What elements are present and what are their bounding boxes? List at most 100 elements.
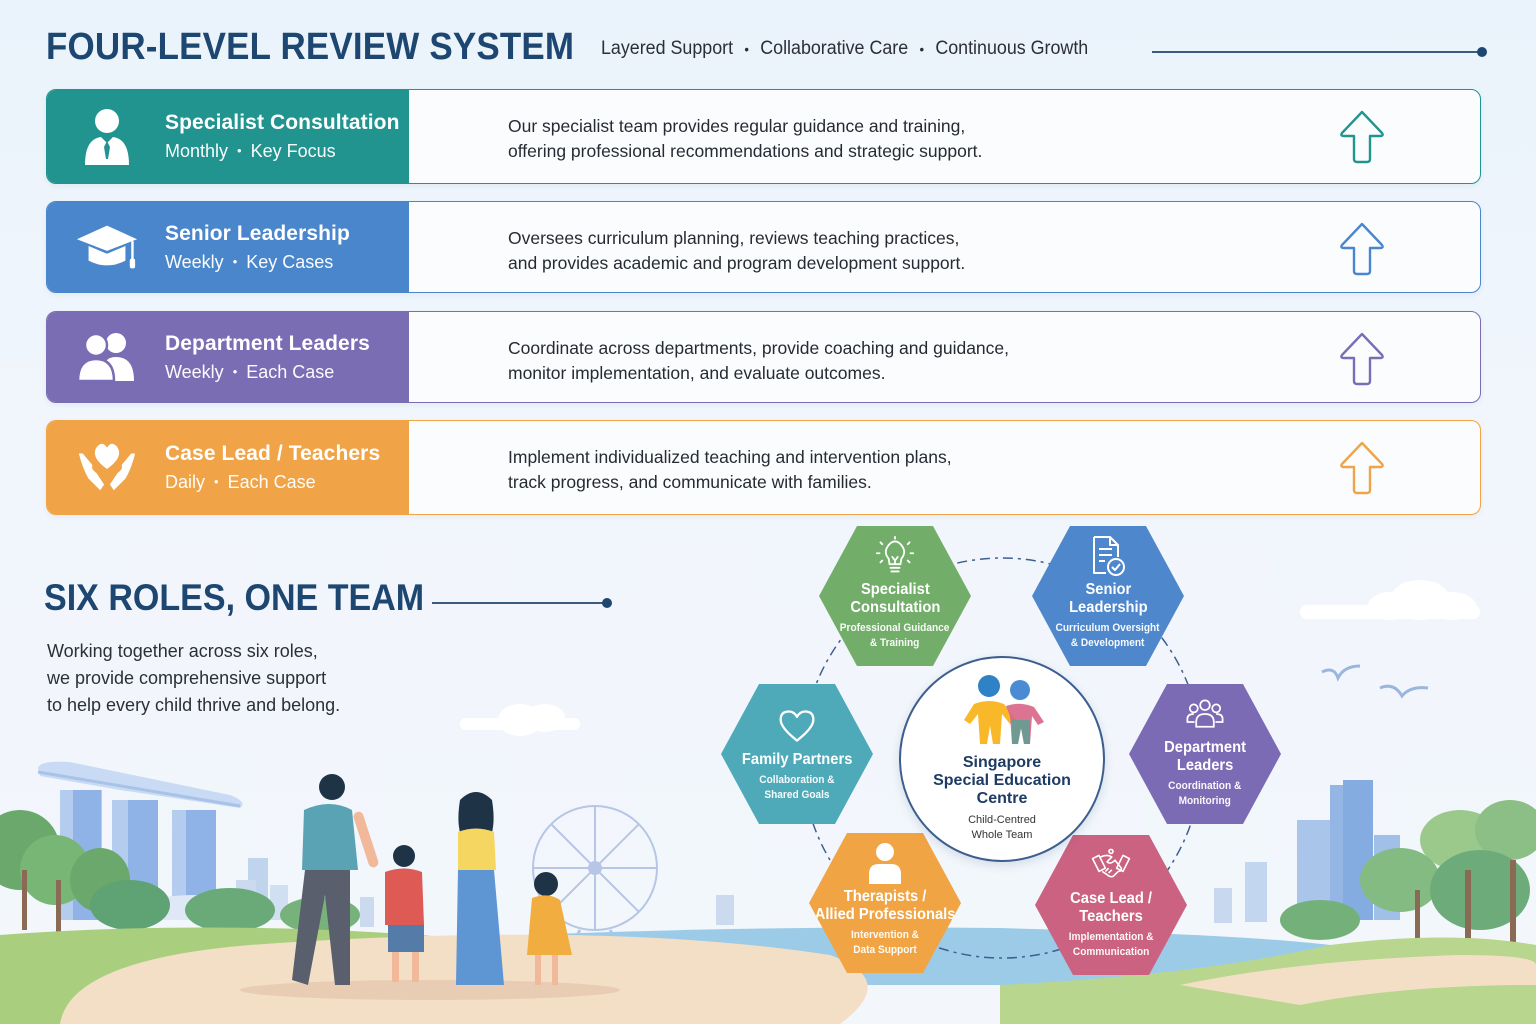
document-check-icon — [1088, 536, 1128, 576]
review-level-card: Senior Leadership Weekly•Key Cases Overs… — [46, 201, 1481, 293]
role-title-line: Department — [1164, 739, 1246, 756]
review-level-description-line: monitor implementation, and evaluate out… — [508, 363, 886, 383]
meta-separator: • — [237, 143, 242, 158]
handshake-icon — [1091, 845, 1131, 885]
review-level-name: Case Lead / Teachers — [165, 442, 381, 465]
six-roles-description-line: to help every child thrive and belong. — [47, 695, 341, 715]
review-level-card: Specialist Consultation Monthly • Key Focu… — [46, 89, 1481, 184]
arrow-up-icon — [1340, 441, 1384, 495]
header-divider-line — [1152, 51, 1480, 53]
tag-continuous-growth: Continuous Growth — [935, 38, 1089, 59]
review-level-frequency: Weekly — [165, 361, 224, 382]
role-subtitle-line: Implementation & — [1068, 931, 1154, 943]
review-level-description: Coordinate across departments, provide c… — [508, 336, 1009, 386]
six-roles-divider-dot — [602, 598, 612, 608]
review-level-header: Case Lead / Teachers Daily • Each Case — [47, 421, 409, 514]
page-title: FOUR-LEVEL REVIEW SYSTEM — [46, 26, 575, 68]
role-subtitle-line: Data Support — [853, 944, 917, 956]
review-level-frequency: Weekly — [165, 251, 224, 272]
person-tie-icon — [75, 105, 139, 169]
six-roles-divider-line — [432, 602, 606, 604]
review-level-description-line: track progress, and communicate with fam… — [508, 472, 872, 492]
role-subtitle: Implementation & Communication — [1069, 930, 1154, 960]
center-hub-title-line: Special Education — [933, 772, 1071, 789]
bird-icon — [1379, 684, 1429, 699]
center-hub-subtitle-line: Whole Team — [971, 829, 1033, 841]
role-title-line: Leaders — [1176, 757, 1234, 774]
review-level-description: Oversees curriculum planning, reviews te… — [508, 226, 965, 276]
role-subtitle: Coordination & Monitoring — [1168, 779, 1241, 809]
role-subtitle-line: Intervention & — [850, 929, 920, 941]
role-subtitle-line: & Development — [1071, 637, 1145, 649]
review-level-description-line: Implement individualized teaching and in… — [508, 447, 952, 467]
review-level-meta: Weekly•Each Case — [165, 362, 370, 383]
tag-separator: • — [744, 41, 749, 57]
role-subtitle-line: Monitoring — [1178, 795, 1232, 807]
cloud-icon — [460, 704, 580, 736]
review-level-description-line: and provides academic and program develo… — [508, 253, 966, 273]
role-subtitle-line: Collaboration & — [759, 774, 835, 786]
review-level-scope: Key Cases — [246, 251, 334, 272]
review-level-scope: Each Case — [246, 361, 335, 382]
role-title: Therapists /Allied Professionals — [815, 888, 956, 924]
role-subtitle-line: Communication — [1072, 946, 1150, 958]
role-subtitle-line: & Training — [870, 637, 920, 649]
lightbulb-icon — [875, 536, 915, 576]
role-title-line: Therapists / — [843, 888, 927, 905]
graduation-cap-icon — [75, 215, 139, 279]
role-subtitle: Curriculum Oversight & Development — [1056, 621, 1160, 651]
family-illustration — [240, 774, 620, 1000]
review-level-description: Our specialist team provides regular gui… — [508, 114, 982, 164]
role-subtitle-line: Coordination & — [1168, 780, 1242, 792]
review-level-description-line: offering professional recommendations an… — [508, 141, 983, 161]
six-roles-description-line: we provide comprehensive support — [47, 668, 327, 688]
tag-layered-support: Layered Support — [601, 38, 734, 59]
review-level-description: Implement individualized teaching and in… — [508, 445, 952, 495]
role-subtitle-line: Curriculum Oversight — [1055, 622, 1161, 634]
review-level-meta: Weekly • Key Cases — [165, 252, 350, 273]
review-level-card: Case Lead / Teachers Daily • Each Case Imp… — [46, 420, 1481, 515]
review-level-header: Senior Leadership Weekly•Key Cases — [47, 202, 409, 292]
cloud-icon — [1300, 580, 1480, 620]
role-title-line: Specialist — [860, 581, 930, 598]
review-level-meta: Monthly • Key Focus — [165, 141, 400, 162]
review-level-description-line: Our specialist team provides regular gui… — [508, 116, 966, 136]
header-divider-dot — [1477, 47, 1487, 57]
review-level-name: Department Leaders — [165, 331, 370, 355]
heart-outline-icon — [777, 706, 817, 746]
meta-separator: • — [232, 253, 238, 269]
center-hub-title: Singapore Special Education Centre — [901, 754, 1103, 808]
review-level-scope: Key Focus — [250, 141, 336, 161]
review-level-header: Specialist Consultation Monthly • Key Focu… — [47, 90, 409, 183]
review-level-frequency: Daily — [165, 472, 206, 492]
path-right — [1180, 955, 1536, 1005]
meta-separator: • — [214, 474, 219, 489]
review-level-description-line: Oversees curriculum planning, reviews te… — [508, 228, 960, 248]
header-tagline: Layered Support • Collaborative Care • C… — [601, 38, 1088, 60]
role-title-line: Allied Professionals — [814, 906, 956, 923]
role-subtitle: Intervention & Data Support — [851, 928, 919, 958]
review-level-meta: Daily • Each Case — [165, 472, 380, 493]
review-level-frequency: Monthly — [165, 141, 229, 161]
role-subtitle-line: Shared Goals — [764, 789, 830, 801]
role-subtitle-line: Professional Guidance — [840, 622, 950, 634]
arrow-up-icon — [1340, 222, 1384, 276]
review-level-name: Specialist Consultation — [165, 111, 400, 134]
center-hub-subtitle: Child-Centred Whole Team — [901, 813, 1103, 843]
children-logo-icon — [964, 675, 1044, 744]
heart-hands-icon — [75, 436, 139, 500]
arrow-up-icon — [1340, 110, 1384, 164]
role-title-line: Consultation — [850, 599, 940, 616]
role-title: Family Partners — [742, 751, 852, 769]
group-icon — [1185, 694, 1225, 734]
role-title-line: Senior — [1085, 581, 1131, 598]
center-hub: Singapore Special Education Centre Child… — [899, 656, 1105, 862]
six-roles-description: Working together across six roles, we pr… — [47, 638, 340, 719]
review-level-card: Department Leaders Weekly•Each Case Coor… — [46, 311, 1481, 403]
role-title: Case Lead /Teachers — [1070, 890, 1152, 926]
review-level-scope: Each Case — [227, 472, 316, 492]
